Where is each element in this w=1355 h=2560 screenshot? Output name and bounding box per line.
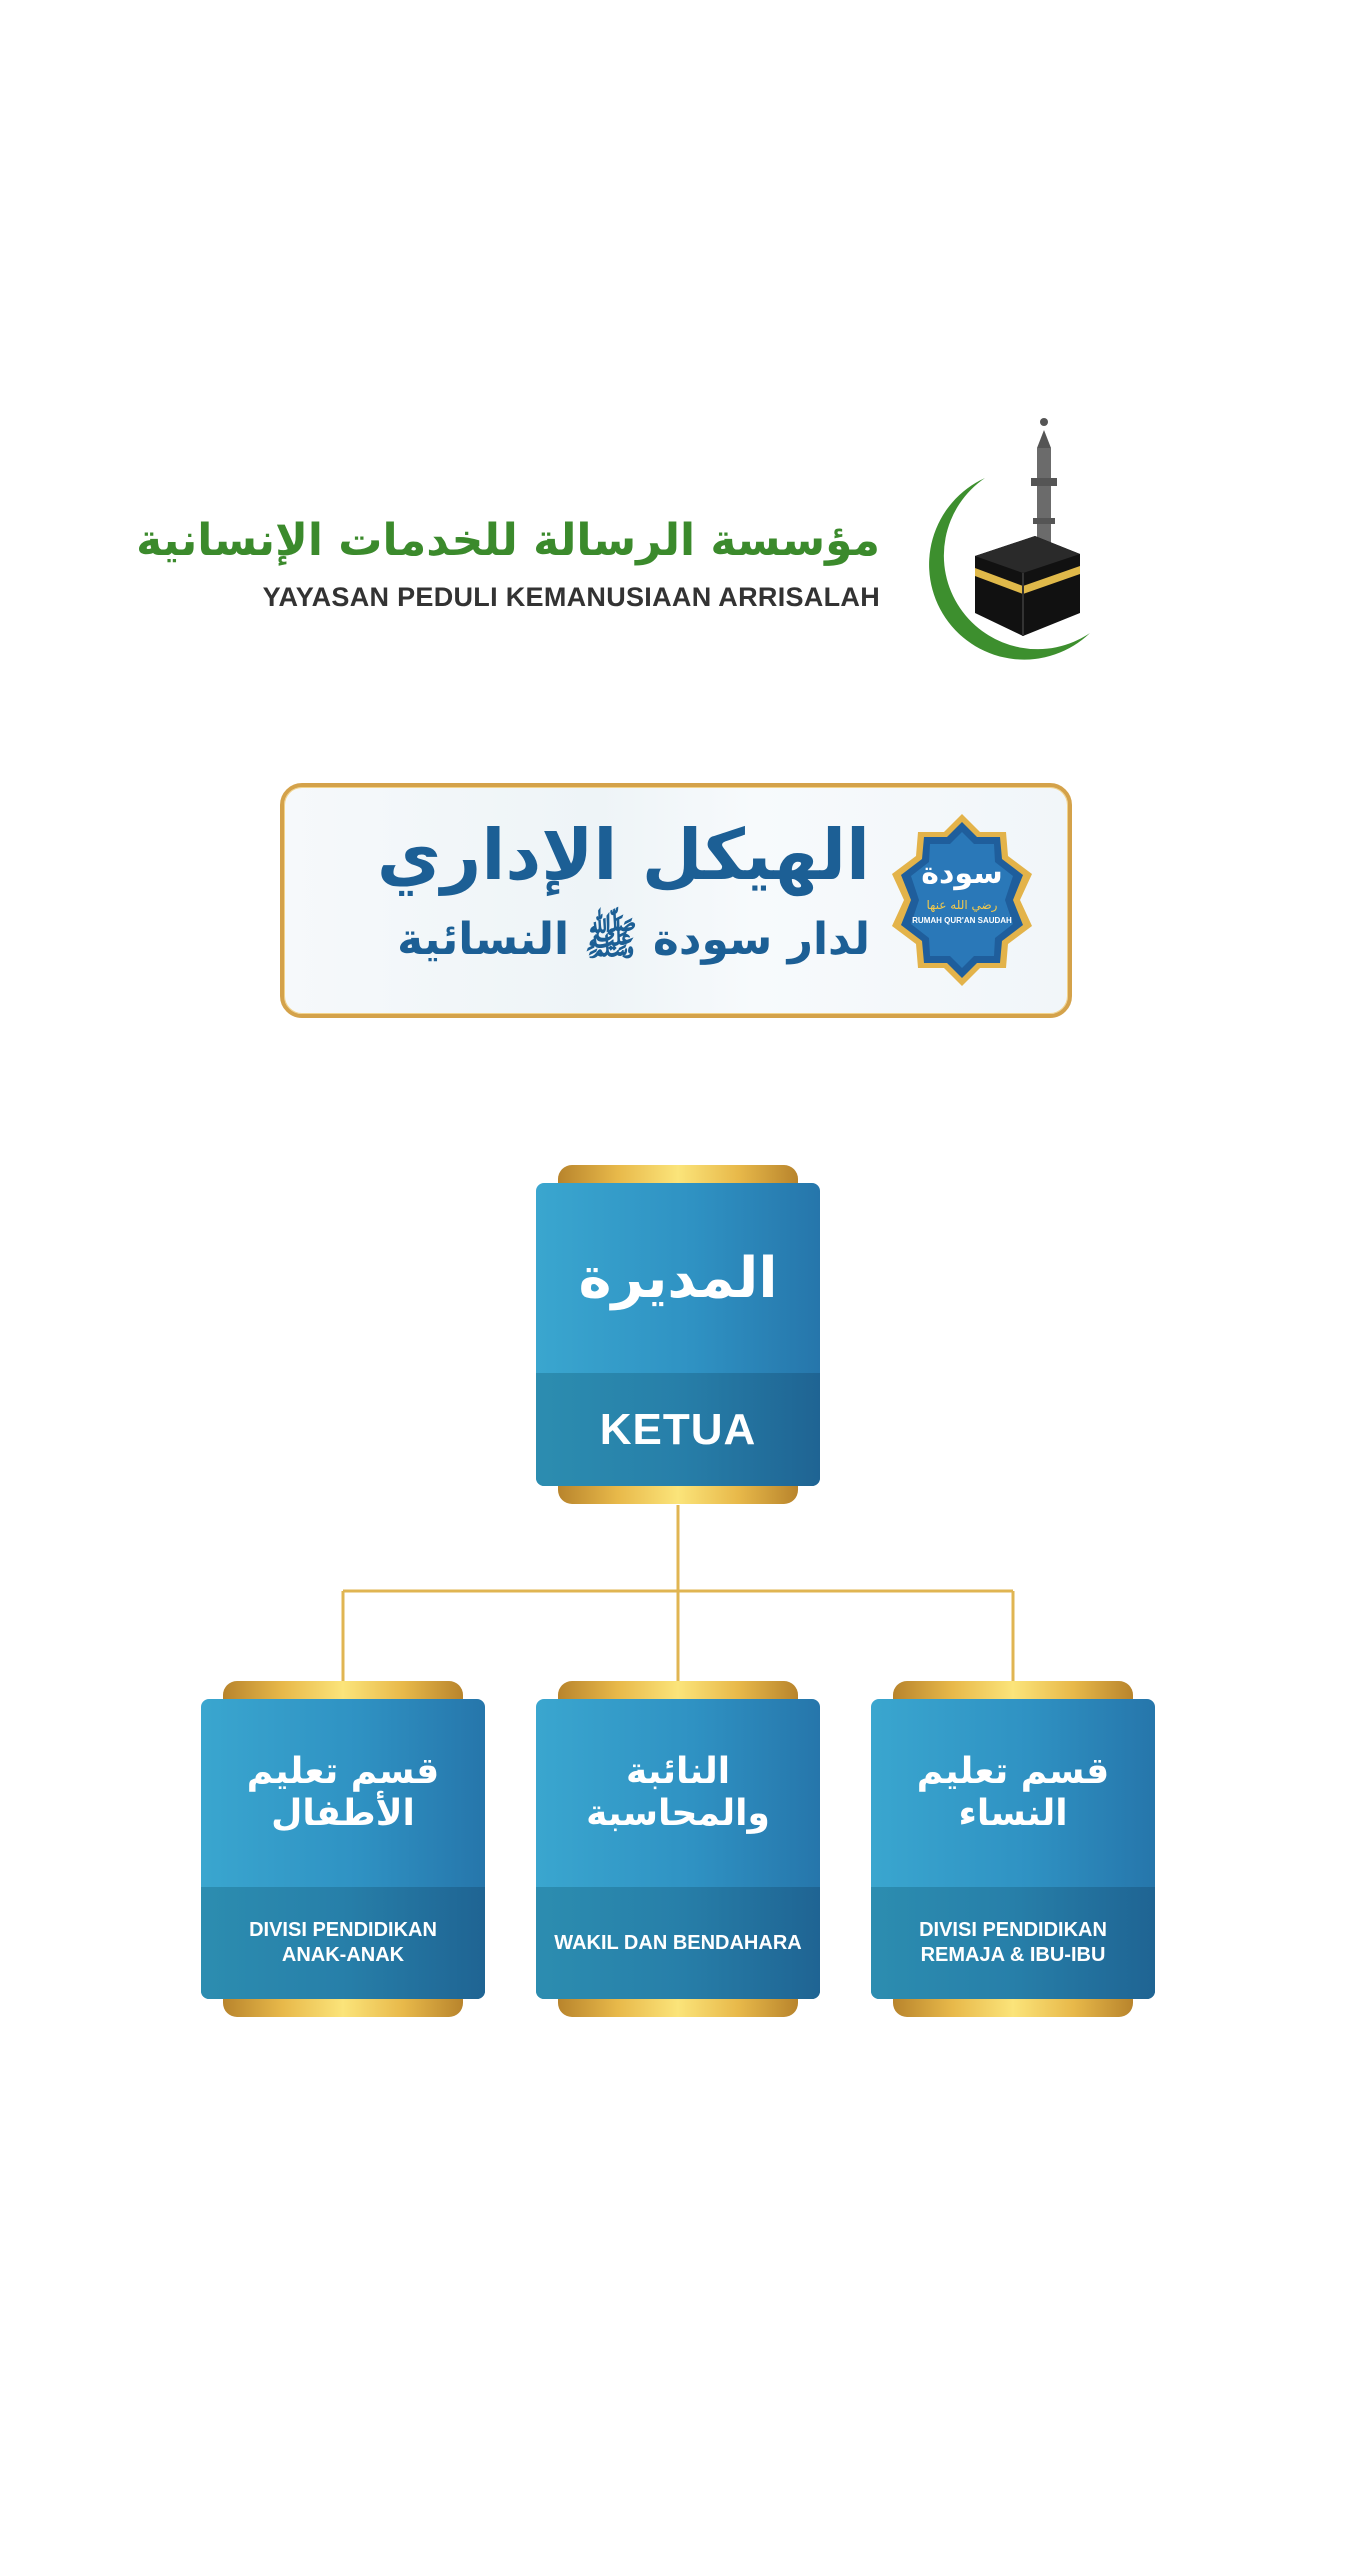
badge-honorific: رضي الله عنها	[926, 898, 998, 912]
node-panel: النائبة والمحاسبة WAKIL DAN BENDAHARA	[536, 1699, 820, 1999]
org-node-women-division: قسم تعليم النساء DIVISI PENDIDIKAN REMAJ…	[871, 1681, 1155, 2017]
node-arabic-label: المديرة	[578, 1245, 778, 1311]
banner-subtitle: لدار سودة ﷺ النسائية	[397, 914, 870, 965]
kaaba-crescent-logo-icon	[929, 418, 1090, 660]
org-name-arabic: مؤسسة الرسالة للخدمات الإنسانية	[136, 515, 880, 566]
org-node-director: المديرة KETUA	[536, 1165, 820, 1504]
badge-frame-icon	[892, 814, 1032, 986]
node-latin-label: DIVISI PENDIDIKAN ANAK-ANAK	[201, 1887, 485, 1999]
node-arabic-label: قسم تعليم النساء	[916, 1750, 1110, 1834]
node-latin-label: KETUA	[536, 1373, 820, 1486]
node-panel: قسم تعليم النساء DIVISI PENDIDIKAN REMAJ…	[871, 1699, 1155, 1999]
node-arabic-label: قسم تعليم الأطفال	[246, 1750, 440, 1834]
node-panel: قسم تعليم الأطفال DIVISI PENDIDIKAN ANAK…	[201, 1699, 485, 1999]
saudah-badge: سودة رضي الله عنها RUMAH QUR'AN SAUDAH	[888, 810, 1036, 990]
org-node-deputy-treasurer: النائبة والمحاسبة WAKIL DAN BENDAHARA	[536, 1681, 820, 2017]
node-latin-label: DIVISI PENDIDIKAN REMAJA & IBU-IBU	[871, 1887, 1155, 1999]
org-node-children-division: قسم تعليم الأطفال DIVISI PENDIDIKAN ANAK…	[201, 1681, 485, 2017]
org-name-latin: YAYASAN PEDULI KEMANUSIAAN ARRISALAH	[262, 582, 880, 612]
node-latin-label: WAKIL DAN BENDAHARA	[536, 1887, 820, 1999]
banner-title: الهيكل الإداري	[376, 814, 870, 896]
node-panel: المديرة KETUA	[536, 1183, 820, 1486]
node-arabic-label: النائبة والمحاسبة	[586, 1750, 770, 1834]
badge-name-latin: RUMAH QUR'AN SAUDAH	[912, 916, 1012, 925]
badge-name-arabic: سودة	[921, 856, 1003, 891]
